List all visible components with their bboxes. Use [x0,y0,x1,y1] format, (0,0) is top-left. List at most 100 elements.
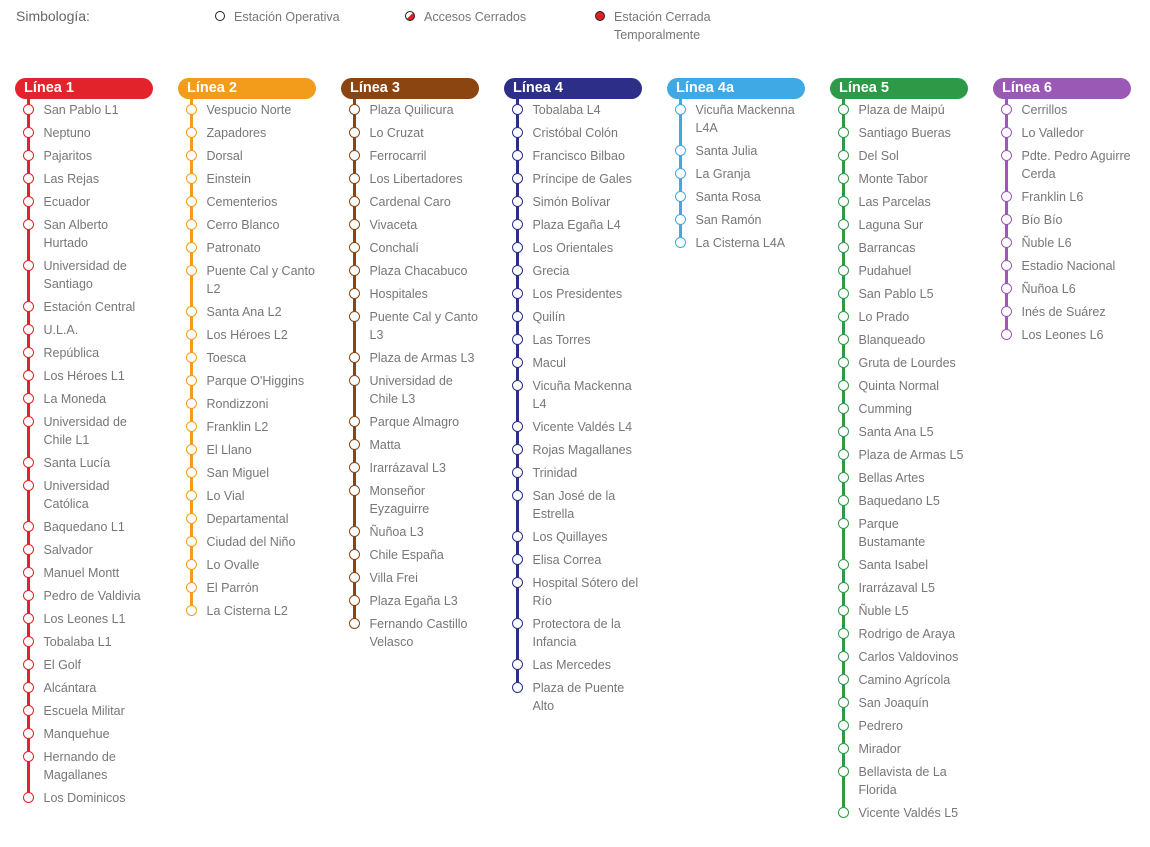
station-item[interactable]: Plaza Egaña L3 [341,592,479,610]
station-item[interactable]: Vespucio Norte [178,101,316,119]
station-item[interactable]: Dorsal [178,147,316,165]
station-item[interactable]: San Pablo L1 [15,101,153,119]
station-item[interactable]: Irarrázaval L5 [830,579,968,597]
station-item[interactable]: Santiago Bueras [830,124,968,142]
station-item[interactable]: Pedro de Valdivia [15,587,153,605]
station-item[interactable]: Matta [341,436,479,454]
station-item[interactable]: Franklin L6 [993,188,1131,206]
station-item[interactable]: Grecia [504,262,642,280]
station-item[interactable]: Pajaritos [15,147,153,165]
station-item[interactable]: Bellavista de La Florida [830,763,968,799]
station-item[interactable]: Escuela Militar [15,702,153,720]
station-item[interactable]: Franklin L2 [178,418,316,436]
station-item[interactable]: Plaza Egaña L4 [504,216,642,234]
station-item[interactable]: Pdte. Pedro Aguirre Cerda [993,147,1131,183]
station-item[interactable]: Neptuno [15,124,153,142]
station-item[interactable]: Toesca [178,349,316,367]
station-item[interactable]: El Llano [178,441,316,459]
station-item[interactable]: Los Quillayes [504,528,642,546]
station-item[interactable]: Salvador [15,541,153,559]
station-item[interactable]: Manquehue [15,725,153,743]
station-item[interactable]: Rojas Magallanes [504,441,642,459]
station-item[interactable]: Monseñor Eyzaguirre [341,482,479,518]
station-item[interactable]: San Pablo L5 [830,285,968,303]
station-item[interactable]: Del Sol [830,147,968,165]
station-item[interactable]: Cristóbal Colón [504,124,642,142]
station-item[interactable]: Manuel Montt [15,564,153,582]
station-item[interactable]: Cardenal Caro [341,193,479,211]
station-item[interactable]: Vicente Valdés L4 [504,418,642,436]
station-item[interactable]: Cementerios [178,193,316,211]
station-item[interactable]: Los Orientales [504,239,642,257]
station-item[interactable]: Cerro Blanco [178,216,316,234]
station-item[interactable]: Irarrázaval L3 [341,459,479,477]
station-item[interactable]: Las Mercedes [504,656,642,674]
station-item[interactable]: Macul [504,354,642,372]
station-item[interactable]: La Cisterna L4A [667,234,805,252]
station-item[interactable]: Lo Vial [178,487,316,505]
line-header[interactable]: Línea 4a [667,78,805,99]
station-item[interactable]: La Granja [667,165,805,183]
station-item[interactable]: Patronato [178,239,316,257]
station-item[interactable]: Santa Julia [667,142,805,160]
station-item[interactable]: Gruta de Lourdes [830,354,968,372]
station-item[interactable]: Quilín [504,308,642,326]
station-item[interactable]: Zapadores [178,124,316,142]
station-item[interactable]: Baquedano L1 [15,518,153,536]
station-item[interactable]: Elisa Correa [504,551,642,569]
station-item[interactable]: Príncipe de Gales [504,170,642,188]
station-item[interactable]: Ecuador [15,193,153,211]
station-item[interactable]: Camino Agrícola [830,671,968,689]
station-item[interactable]: San José de la Estrella [504,487,642,523]
station-item[interactable]: Laguna Sur [830,216,968,234]
station-item[interactable]: Santa Ana L5 [830,423,968,441]
station-item[interactable]: Universidad de Chile L1 [15,413,153,449]
station-item[interactable]: Ciudad del Niño [178,533,316,551]
station-item[interactable]: Vicuña Mackenna L4A [667,101,805,137]
station-item[interactable]: Vicente Valdés L5 [830,804,968,822]
station-item[interactable]: República [15,344,153,362]
station-item[interactable]: Ñuñoa L3 [341,523,479,541]
station-item[interactable]: Ferrocarril [341,147,479,165]
station-item[interactable]: Hospitales [341,285,479,303]
station-item[interactable]: Vicuña Mackenna L4 [504,377,642,413]
station-item[interactable]: Los Presidentes [504,285,642,303]
station-item[interactable]: Villa Frei [341,569,479,587]
station-item[interactable]: Mirador [830,740,968,758]
station-item[interactable]: Lo Ovalle [178,556,316,574]
station-item[interactable]: Lo Cruzat [341,124,479,142]
station-item[interactable]: Chile España [341,546,479,564]
line-header[interactable]: Línea 6 [993,78,1131,99]
station-item[interactable]: Los Leones L6 [993,326,1131,344]
station-item[interactable]: Universidad de Chile L3 [341,372,479,408]
station-item[interactable]: Santa Rosa [667,188,805,206]
station-item[interactable]: San Alberto Hurtado [15,216,153,252]
station-item[interactable]: Los Héroes L1 [15,367,153,385]
station-item[interactable]: Plaza Quilicura [341,101,479,119]
station-item[interactable]: Plaza de Maipú [830,101,968,119]
station-item[interactable]: El Golf [15,656,153,674]
station-item[interactable]: Protectora de la Infancia [504,615,642,651]
station-item[interactable]: Rondizzoni [178,395,316,413]
station-item[interactable]: Santa Isabel [830,556,968,574]
station-item[interactable]: Parque Almagro [341,413,479,431]
station-item[interactable]: Plaza Chacabuco [341,262,479,280]
station-item[interactable]: Ñuble L6 [993,234,1131,252]
station-item[interactable]: San Ramón [667,211,805,229]
station-item[interactable]: Santa Ana L2 [178,303,316,321]
station-item[interactable]: Parque Bustamante [830,515,968,551]
station-item[interactable]: Estadio Nacional [993,257,1131,275]
station-item[interactable]: Pudahuel [830,262,968,280]
station-item[interactable]: Universidad Católica [15,477,153,513]
station-item[interactable]: Monte Tabor [830,170,968,188]
station-item[interactable]: Las Parcelas [830,193,968,211]
station-item[interactable]: Lo Prado [830,308,968,326]
station-item[interactable]: Las Rejas [15,170,153,188]
line-header[interactable]: Línea 3 [341,78,479,99]
station-item[interactable]: Lo Valledor [993,124,1131,142]
station-item[interactable]: Estación Central [15,298,153,316]
station-item[interactable]: Quinta Normal [830,377,968,395]
station-item[interactable]: Universidad de Santiago [15,257,153,293]
station-item[interactable]: Los Leones L1 [15,610,153,628]
line-header[interactable]: Línea 1 [15,78,153,99]
